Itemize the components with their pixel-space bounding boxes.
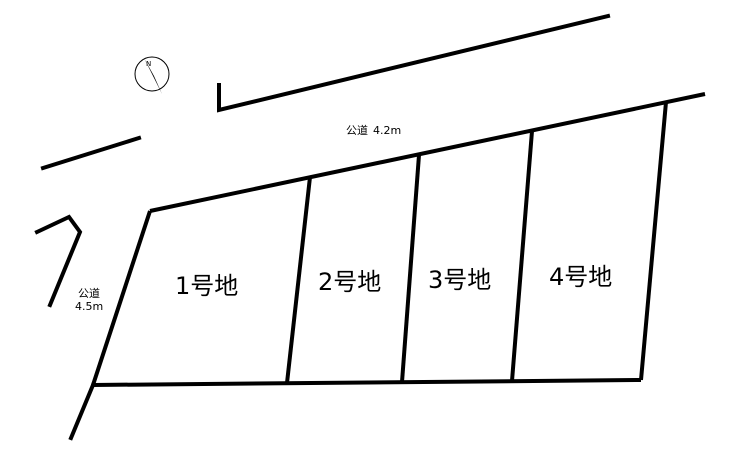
north-road-name: 公道 [346,123,368,137]
west-road-name: 公道 [78,286,100,300]
lot-4-label: 4号地 [549,263,612,291]
compass-north-label: N [146,60,151,68]
north-road-upper-edge-west [40,135,142,171]
lot-divider-3-4 [510,130,534,382]
north-road-width: 4.2m [373,124,401,137]
lot-labels: 1号地 2号地 3号地 4号地 [175,263,612,300]
lots-south-boundary [92,378,642,387]
lots-north-boundary [149,92,706,213]
compass-north-arrow-icon [144,58,162,94]
north-road-upper-edge [217,13,611,113]
lots-outline [91,92,706,387]
lots-east-boundary [639,101,668,381]
lot-3-label: 3号地 [428,266,491,294]
road-edges [34,13,611,441]
lot-2-label: 2号地 [318,268,381,296]
lot-divider-1-2 [285,176,312,384]
road-labels: 公道 4.2m 公道 4.5m [75,123,401,313]
lot-1-label: 1号地 [175,272,238,300]
lots-west-boundary [91,210,152,386]
lot-divider-2-3 [400,154,421,383]
west-road-width: 4.5m [75,300,103,313]
west-road-lower-edge [68,382,96,441]
west-road-outer-edge [34,214,83,308]
compass: N [134,56,170,94]
